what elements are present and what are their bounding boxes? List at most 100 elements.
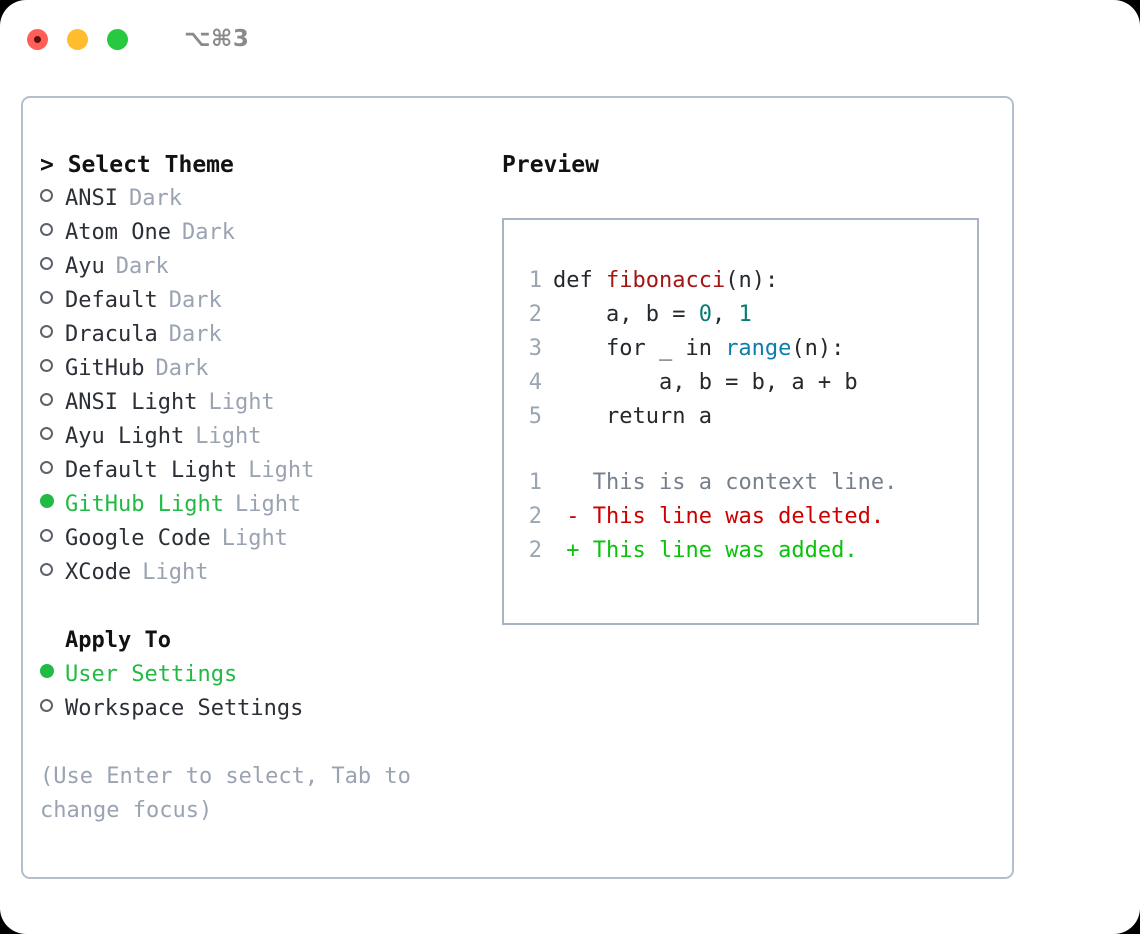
theme-option-label: Ayu Light bbox=[65, 424, 185, 449]
radio-unselected-icon bbox=[40, 216, 65, 250]
theme-option-label: ANSI Light bbox=[65, 390, 198, 415]
code-token: , bbox=[711, 302, 739, 327]
code-line: 3 for _ in range(n): bbox=[516, 332, 977, 366]
radio-dot bbox=[40, 427, 53, 440]
radio-unselected-icon bbox=[40, 318, 65, 352]
theme-option-ansi-light[interactable]: ANSI Light Light bbox=[40, 386, 480, 420]
code-line-content: a, b = 0, 1 bbox=[553, 298, 752, 332]
diff-marker bbox=[553, 466, 593, 500]
code-line-number: 4 bbox=[528, 370, 542, 395]
theme-option-label: GitHub Light bbox=[65, 492, 224, 517]
code-token: range bbox=[725, 336, 792, 361]
radio-dot bbox=[40, 359, 53, 372]
code-line-content: a, b = b, a + b bbox=[553, 366, 858, 400]
code-token: for _ in bbox=[553, 336, 726, 361]
theme-option-label: Google Code bbox=[65, 526, 211, 551]
radio-unselected-icon bbox=[40, 454, 65, 488]
code-line-content: for _ in range(n): bbox=[553, 332, 844, 366]
theme-variant-badge: Dark bbox=[128, 186, 182, 211]
diff-line-text: This is a context line. bbox=[592, 470, 898, 495]
diff-line-number: 2 bbox=[528, 538, 542, 563]
radio-selected-icon bbox=[40, 658, 65, 692]
apply-to-option-label: User Settings bbox=[65, 662, 238, 687]
code-token: return a bbox=[553, 404, 712, 429]
code-line-number: 1 bbox=[528, 268, 542, 293]
radio-dot bbox=[40, 699, 53, 712]
code-token: (n): bbox=[791, 336, 845, 361]
theme-variant-badge: Dark bbox=[168, 288, 222, 313]
code-token: def bbox=[553, 268, 606, 293]
theme-option-label: Ayu bbox=[65, 254, 105, 279]
radio-unselected-icon bbox=[40, 522, 65, 556]
theme-variant-badge: Dark bbox=[168, 322, 222, 347]
theme-option-github-light[interactable]: GitHub Light Light bbox=[40, 488, 480, 522]
apply-to-option-workspace-settings[interactable]: Workspace Settings bbox=[40, 692, 480, 726]
radio-unselected-icon bbox=[40, 556, 65, 590]
diff-line-text: This line was added. bbox=[592, 538, 858, 563]
theme-variant-badge: Light bbox=[208, 390, 275, 415]
zoom-button[interactable] bbox=[107, 28, 128, 50]
radio-unselected-icon bbox=[40, 284, 65, 318]
theme-option-label: ANSI bbox=[65, 186, 118, 211]
apply-to-option-user-settings[interactable]: User Settings bbox=[40, 658, 480, 692]
radio-unselected-icon bbox=[40, 250, 65, 284]
code-token: a, b = bbox=[553, 302, 699, 327]
theme-variant-badge: Light bbox=[195, 424, 262, 449]
theme-variant-badge: Dark bbox=[115, 254, 169, 279]
radio-dot bbox=[40, 563, 53, 576]
radio-dot bbox=[40, 257, 53, 270]
theme-option-ansi[interactable]: ANSI Dark bbox=[40, 182, 480, 216]
code-line: 1 def fibonacci(n): bbox=[516, 264, 977, 298]
theme-option-ayu-light[interactable]: Ayu Light Light bbox=[40, 420, 480, 454]
radio-dot bbox=[40, 461, 53, 474]
preview-title: Preview bbox=[502, 152, 599, 178]
radio-dot bbox=[40, 393, 53, 406]
radio-dot bbox=[40, 494, 54, 508]
radio-dot bbox=[40, 664, 54, 678]
code-line: 5 return a bbox=[516, 400, 977, 434]
theme-variant-badge: Light bbox=[234, 492, 302, 517]
theme-option-github[interactable]: GitHub Dark bbox=[40, 352, 480, 386]
radio-unselected-icon bbox=[40, 352, 65, 386]
code-token: 0 bbox=[698, 302, 712, 327]
close-button[interactable] bbox=[27, 28, 48, 50]
theme-variant-badge: Dark bbox=[155, 356, 209, 381]
theme-option-label: GitHub bbox=[65, 356, 145, 381]
radio-selected-icon bbox=[40, 488, 65, 522]
diff-line: 2 - This line was deleted. bbox=[516, 500, 977, 534]
radio-unselected-icon bbox=[40, 692, 65, 726]
diff-line-number: 1 bbox=[528, 470, 542, 495]
diff-sample: 1 This is a context line. 2 - This line w… bbox=[516, 466, 977, 568]
minimize-button[interactable] bbox=[67, 28, 88, 50]
keyboard-hint-text: (Use Enter to select, Tab to change focu… bbox=[40, 764, 425, 823]
radio-dot bbox=[40, 291, 53, 304]
code-token: a, b = b, a + b bbox=[553, 370, 858, 395]
theme-variant-badge: Dark bbox=[181, 220, 235, 245]
code-line-number: 3 bbox=[528, 336, 542, 361]
theme-option-xcode[interactable]: XCode Light bbox=[40, 556, 480, 590]
code-line-content: def fibonacci(n): bbox=[553, 264, 778, 298]
code-line: 2 a, b = 0, 1 bbox=[516, 298, 977, 332]
theme-option-ayu[interactable]: Ayu Dark bbox=[40, 250, 480, 284]
diff-marker: + bbox=[553, 538, 593, 563]
theme-option-label: Default Light bbox=[65, 458, 238, 483]
code-line-content: return a bbox=[553, 400, 712, 434]
diff-line-number: 2 bbox=[528, 504, 542, 529]
radio-dot bbox=[40, 529, 53, 542]
theme-variant-badge: Light bbox=[142, 560, 209, 585]
code-token: fibonacci bbox=[605, 268, 726, 293]
diff-marker: - bbox=[553, 504, 593, 529]
code-token: (n): bbox=[725, 268, 779, 293]
theme-option-label: XCode bbox=[65, 560, 132, 585]
